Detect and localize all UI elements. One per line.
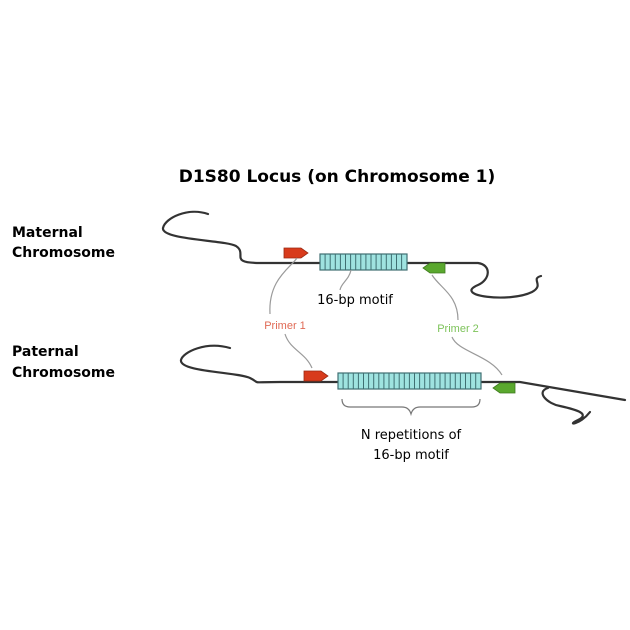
primer2-connector-top: [431, 274, 459, 321]
maternal-primer1-arrow: [283, 247, 309, 259]
maternal-chromosome: [161, 210, 543, 299]
paternal-strand-left: [179, 344, 340, 384]
paternal-primer1-arrow: [303, 370, 329, 382]
repetitions-label-line1: N repetitions of: [361, 428, 462, 443]
repetitions-label-line2: 16-bp motif: [373, 448, 449, 463]
maternal-primer2-arrow: [422, 262, 446, 274]
primer2-connector-bottom: [451, 336, 503, 376]
maternal-label-line2: Chromosome: [12, 245, 115, 261]
repetition-brace: [341, 398, 481, 417]
primer2-label: Primer 2: [437, 323, 479, 335]
maternal-repeat-region: [319, 253, 408, 271]
maternal-strand-right: [405, 261, 543, 299]
maternal-label-line1: Maternal: [12, 225, 83, 241]
paternal-strand-tail: [541, 386, 592, 425]
paternal-repeat-region: [337, 372, 482, 390]
primer1-label: Primer 1: [264, 320, 306, 332]
paternal-chromosome: [179, 344, 627, 425]
maternal-strand-left: [161, 210, 322, 265]
primer1-connector-bottom: [284, 333, 313, 369]
diagram-title: D1S80 Locus (on Chromosome 1): [179, 167, 496, 187]
paternal-label-line2: Chromosome: [12, 365, 115, 381]
paternal-label-line1: Paternal: [12, 344, 79, 360]
motif-connector: [339, 269, 352, 291]
paternal-strand-right: [479, 380, 627, 402]
motif-label: 16-bp motif: [317, 293, 393, 308]
paternal-primer2-arrow: [492, 382, 516, 394]
primer1-connector-top: [269, 257, 298, 315]
